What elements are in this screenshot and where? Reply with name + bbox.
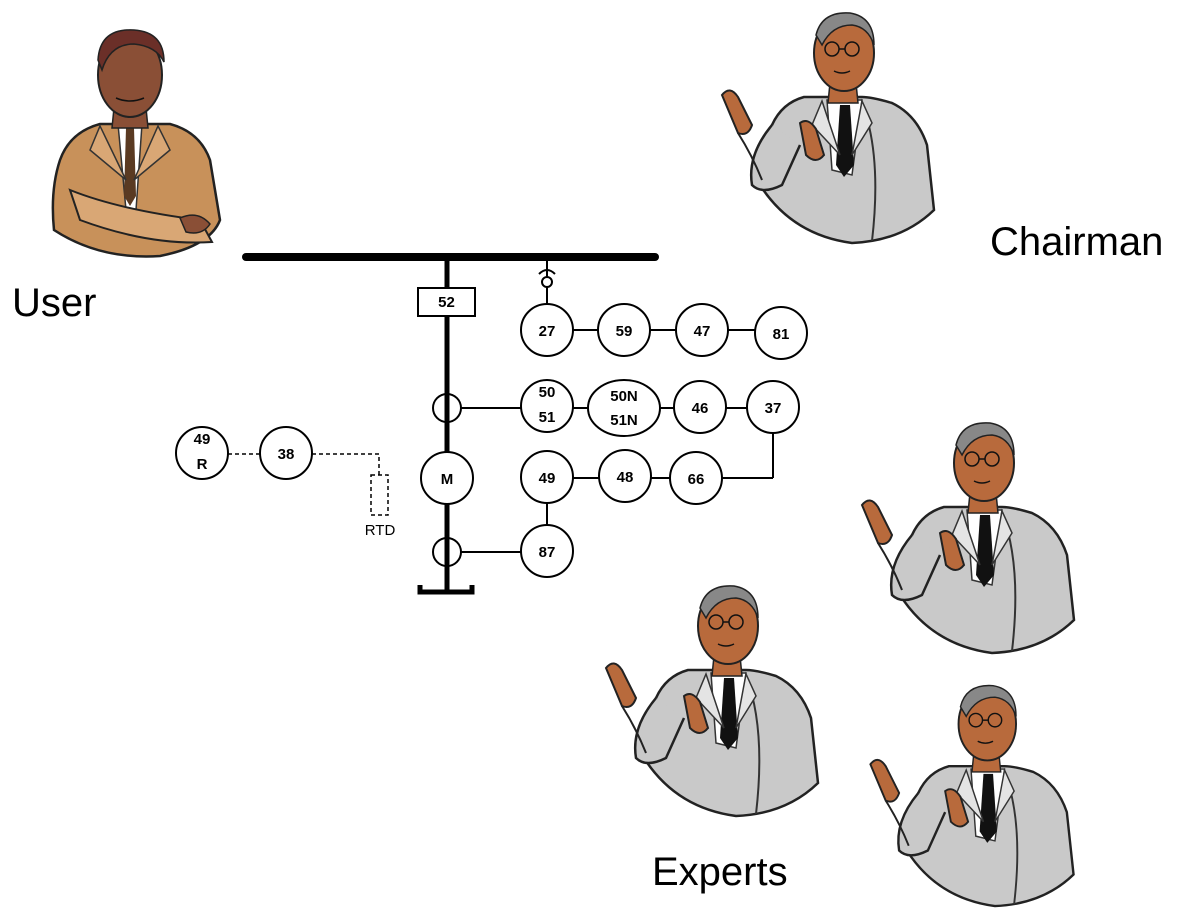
- relay-38: 38: [259, 426, 313, 480]
- breaker-52-box: [417, 287, 476, 317]
- relay-49r: 49 R: [175, 426, 229, 480]
- relay-49: 49: [520, 450, 574, 504]
- svg-text:50N: 50N: [610, 388, 638, 405]
- svg-text:47: 47: [694, 323, 711, 340]
- svg-text:R: R: [197, 456, 208, 473]
- relay-47: 47: [675, 303, 729, 357]
- relay-50n-51n: 50N 51N: [587, 379, 661, 437]
- user-label: User: [12, 281, 97, 325]
- ground-terminal: [417, 585, 475, 595]
- relay-46: 46: [673, 380, 727, 434]
- rtd-label: RTD: [365, 522, 396, 539]
- svg-text:49: 49: [194, 431, 211, 448]
- rtd-sensor: [370, 474, 389, 516]
- svg-text:59: 59: [616, 323, 633, 340]
- relay-37: 37: [746, 380, 800, 434]
- relay-27: 27: [520, 303, 574, 357]
- svg-text:66: 66: [688, 471, 705, 488]
- relay-48: 48: [598, 449, 652, 503]
- svg-text:87: 87: [539, 544, 556, 561]
- experts-label: Experts: [652, 850, 788, 894]
- relay-50-51: 50 51: [520, 379, 574, 433]
- pt-symbol: [541, 276, 553, 288]
- svg-text:50: 50: [539, 384, 556, 401]
- svg-text:46: 46: [692, 400, 709, 417]
- svg-text:81: 81: [773, 326, 790, 343]
- svg-text:48: 48: [617, 469, 634, 486]
- svg-text:51: 51: [539, 409, 556, 426]
- relay-59: 59: [597, 303, 651, 357]
- relay-66: 66: [669, 451, 723, 505]
- svg-text:27: 27: [539, 323, 556, 340]
- svg-text:51N: 51N: [610, 412, 638, 429]
- svg-text:38: 38: [278, 446, 295, 463]
- breaker-52-label: 52: [438, 294, 455, 311]
- svg-text:49: 49: [539, 470, 556, 487]
- chairman-label: Chairman: [990, 220, 1164, 264]
- motor-label: M: [441, 471, 454, 488]
- relay-87: 87: [520, 524, 574, 578]
- relay-81: 81: [754, 306, 808, 360]
- svg-text:37: 37: [765, 400, 782, 417]
- motor-symbol: [420, 451, 474, 505]
